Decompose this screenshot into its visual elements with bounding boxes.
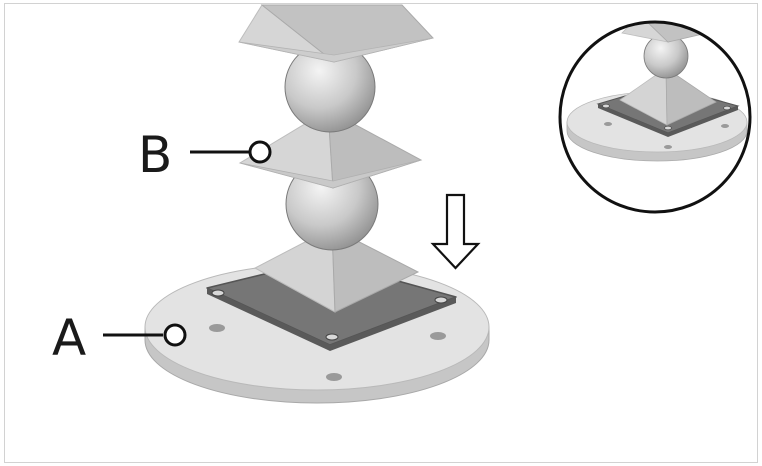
callout-b-letter: B (138, 126, 172, 184)
ring-dot-icon (163, 323, 187, 347)
callout-a-letter: A (52, 309, 86, 367)
callout-a: A (52, 309, 187, 367)
middle-pyramid (238, 109, 423, 189)
lower-pyramid (253, 227, 420, 313)
top-pyramid (238, 4, 434, 63)
callout-b: B (138, 126, 272, 184)
plate-hole (434, 296, 448, 304)
base-hole (326, 373, 342, 381)
ring-dot-icon (248, 140, 272, 164)
down-arrow-outline-icon (430, 193, 481, 270)
base-hole (209, 324, 225, 332)
base-hole (430, 332, 446, 340)
plate-hole (211, 289, 225, 297)
circular-detail-inset (558, 20, 752, 214)
plate-hole (325, 333, 339, 341)
